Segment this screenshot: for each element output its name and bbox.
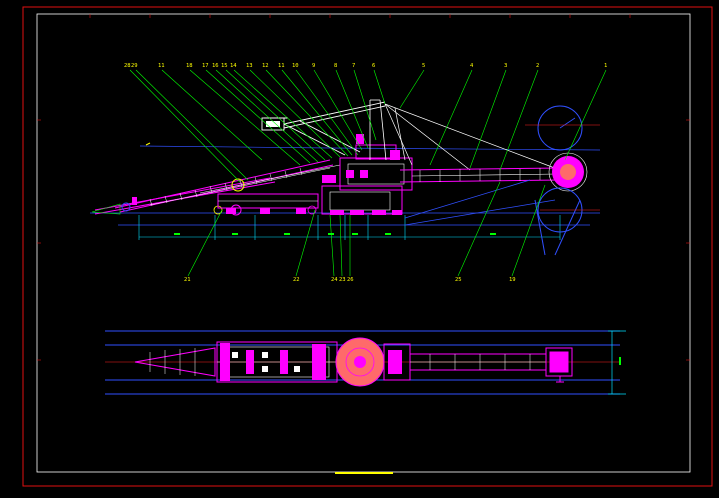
callout-11b: 11 xyxy=(278,63,285,69)
callout-11a: 11 xyxy=(158,63,165,69)
outer-border xyxy=(22,6,713,487)
bogie-wheels xyxy=(226,208,402,215)
dimension-chain xyxy=(138,215,561,240)
title-strip xyxy=(335,472,393,474)
plan-wheel-head xyxy=(545,347,573,383)
callout-10: 10 xyxy=(292,63,299,69)
leader-lines-top xyxy=(129,69,607,183)
callout-16: 16 xyxy=(212,63,219,69)
plan-tail-conveyor xyxy=(134,347,216,377)
callout-24: 24 xyxy=(331,277,338,283)
plan-dimension xyxy=(608,330,626,395)
callout-3: 3 xyxy=(504,63,507,69)
slope-line-2 xyxy=(139,145,331,149)
callout-26: 26 xyxy=(347,277,354,283)
callout-17: 17 xyxy=(202,63,209,69)
callout-1: 1 xyxy=(604,63,607,69)
callout-12: 12 xyxy=(262,63,269,69)
callout-13: 13 xyxy=(246,63,253,69)
callout-2: 2 xyxy=(536,63,539,69)
inner-border xyxy=(36,13,691,473)
leader-lines-bottom xyxy=(187,181,546,277)
plan-view xyxy=(105,330,626,395)
counterweight-boom xyxy=(261,101,386,156)
callout-29: 29 xyxy=(131,63,138,69)
callout-25: 25 xyxy=(455,277,462,283)
callout-8: 8 xyxy=(334,63,337,69)
callout-7: 7 xyxy=(352,63,355,69)
callout-28: 28 xyxy=(124,63,131,69)
tail-pulley xyxy=(91,202,131,215)
plan-boom xyxy=(409,353,547,371)
stay-cables xyxy=(384,103,561,171)
callout-23: 23 xyxy=(339,277,346,283)
callout-numbers-top: 28 29 11 18 17 16 15 14 13 12 11 10 9 8 … xyxy=(124,63,607,69)
callout-9: 9 xyxy=(312,63,315,69)
callout-15: 15 xyxy=(221,63,228,69)
callout-21: 21 xyxy=(184,277,191,283)
plan-slewing-ring xyxy=(335,337,385,387)
callout-6: 6 xyxy=(372,63,375,69)
side-elevation-view xyxy=(90,69,607,277)
inclined-conveyor-hatch xyxy=(149,167,303,207)
border-ticks xyxy=(37,14,690,361)
callout-22: 22 xyxy=(293,277,300,283)
callout-4: 4 xyxy=(470,63,474,69)
callout-numbers-bottom: 21 22 24 23 26 25 19 xyxy=(184,277,516,283)
callout-5: 5 xyxy=(422,63,425,69)
callout-18: 18 xyxy=(186,63,193,69)
callout-14: 14 xyxy=(230,63,237,69)
bucket-wheel xyxy=(404,105,588,256)
callout-19: 19 xyxy=(509,277,516,283)
